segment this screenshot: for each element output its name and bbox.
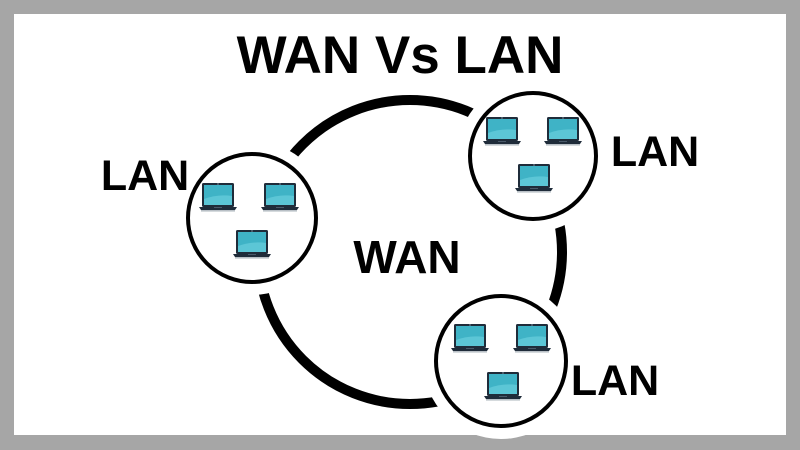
laptop-icon: [544, 117, 582, 146]
lan-node-bottom-right: LAN: [423, 283, 659, 439]
lan-circle: [468, 91, 598, 221]
diagram-canvas: [14, 14, 786, 435]
laptop-icon: [261, 183, 299, 212]
page-title: WAN Vs LAN: [237, 26, 564, 85]
laptop-icon: [484, 372, 522, 401]
lan-label: LAN: [611, 128, 699, 176]
lan-circle: [186, 152, 318, 284]
laptop-icon: [483, 117, 521, 146]
laptop-icon: [451, 324, 489, 353]
lan-node-left: LAN: [101, 141, 329, 295]
laptop-icon: [513, 324, 551, 353]
lan-label: LAN: [101, 152, 189, 200]
lan-node-top-right: LAN: [457, 80, 699, 232]
lan-circle: [434, 294, 568, 428]
laptop-icon: [515, 164, 553, 193]
wan-label: WAN: [353, 231, 460, 283]
lan-label: LAN: [571, 357, 659, 405]
laptop-icon: [233, 230, 271, 259]
laptop-icon: [199, 183, 237, 212]
